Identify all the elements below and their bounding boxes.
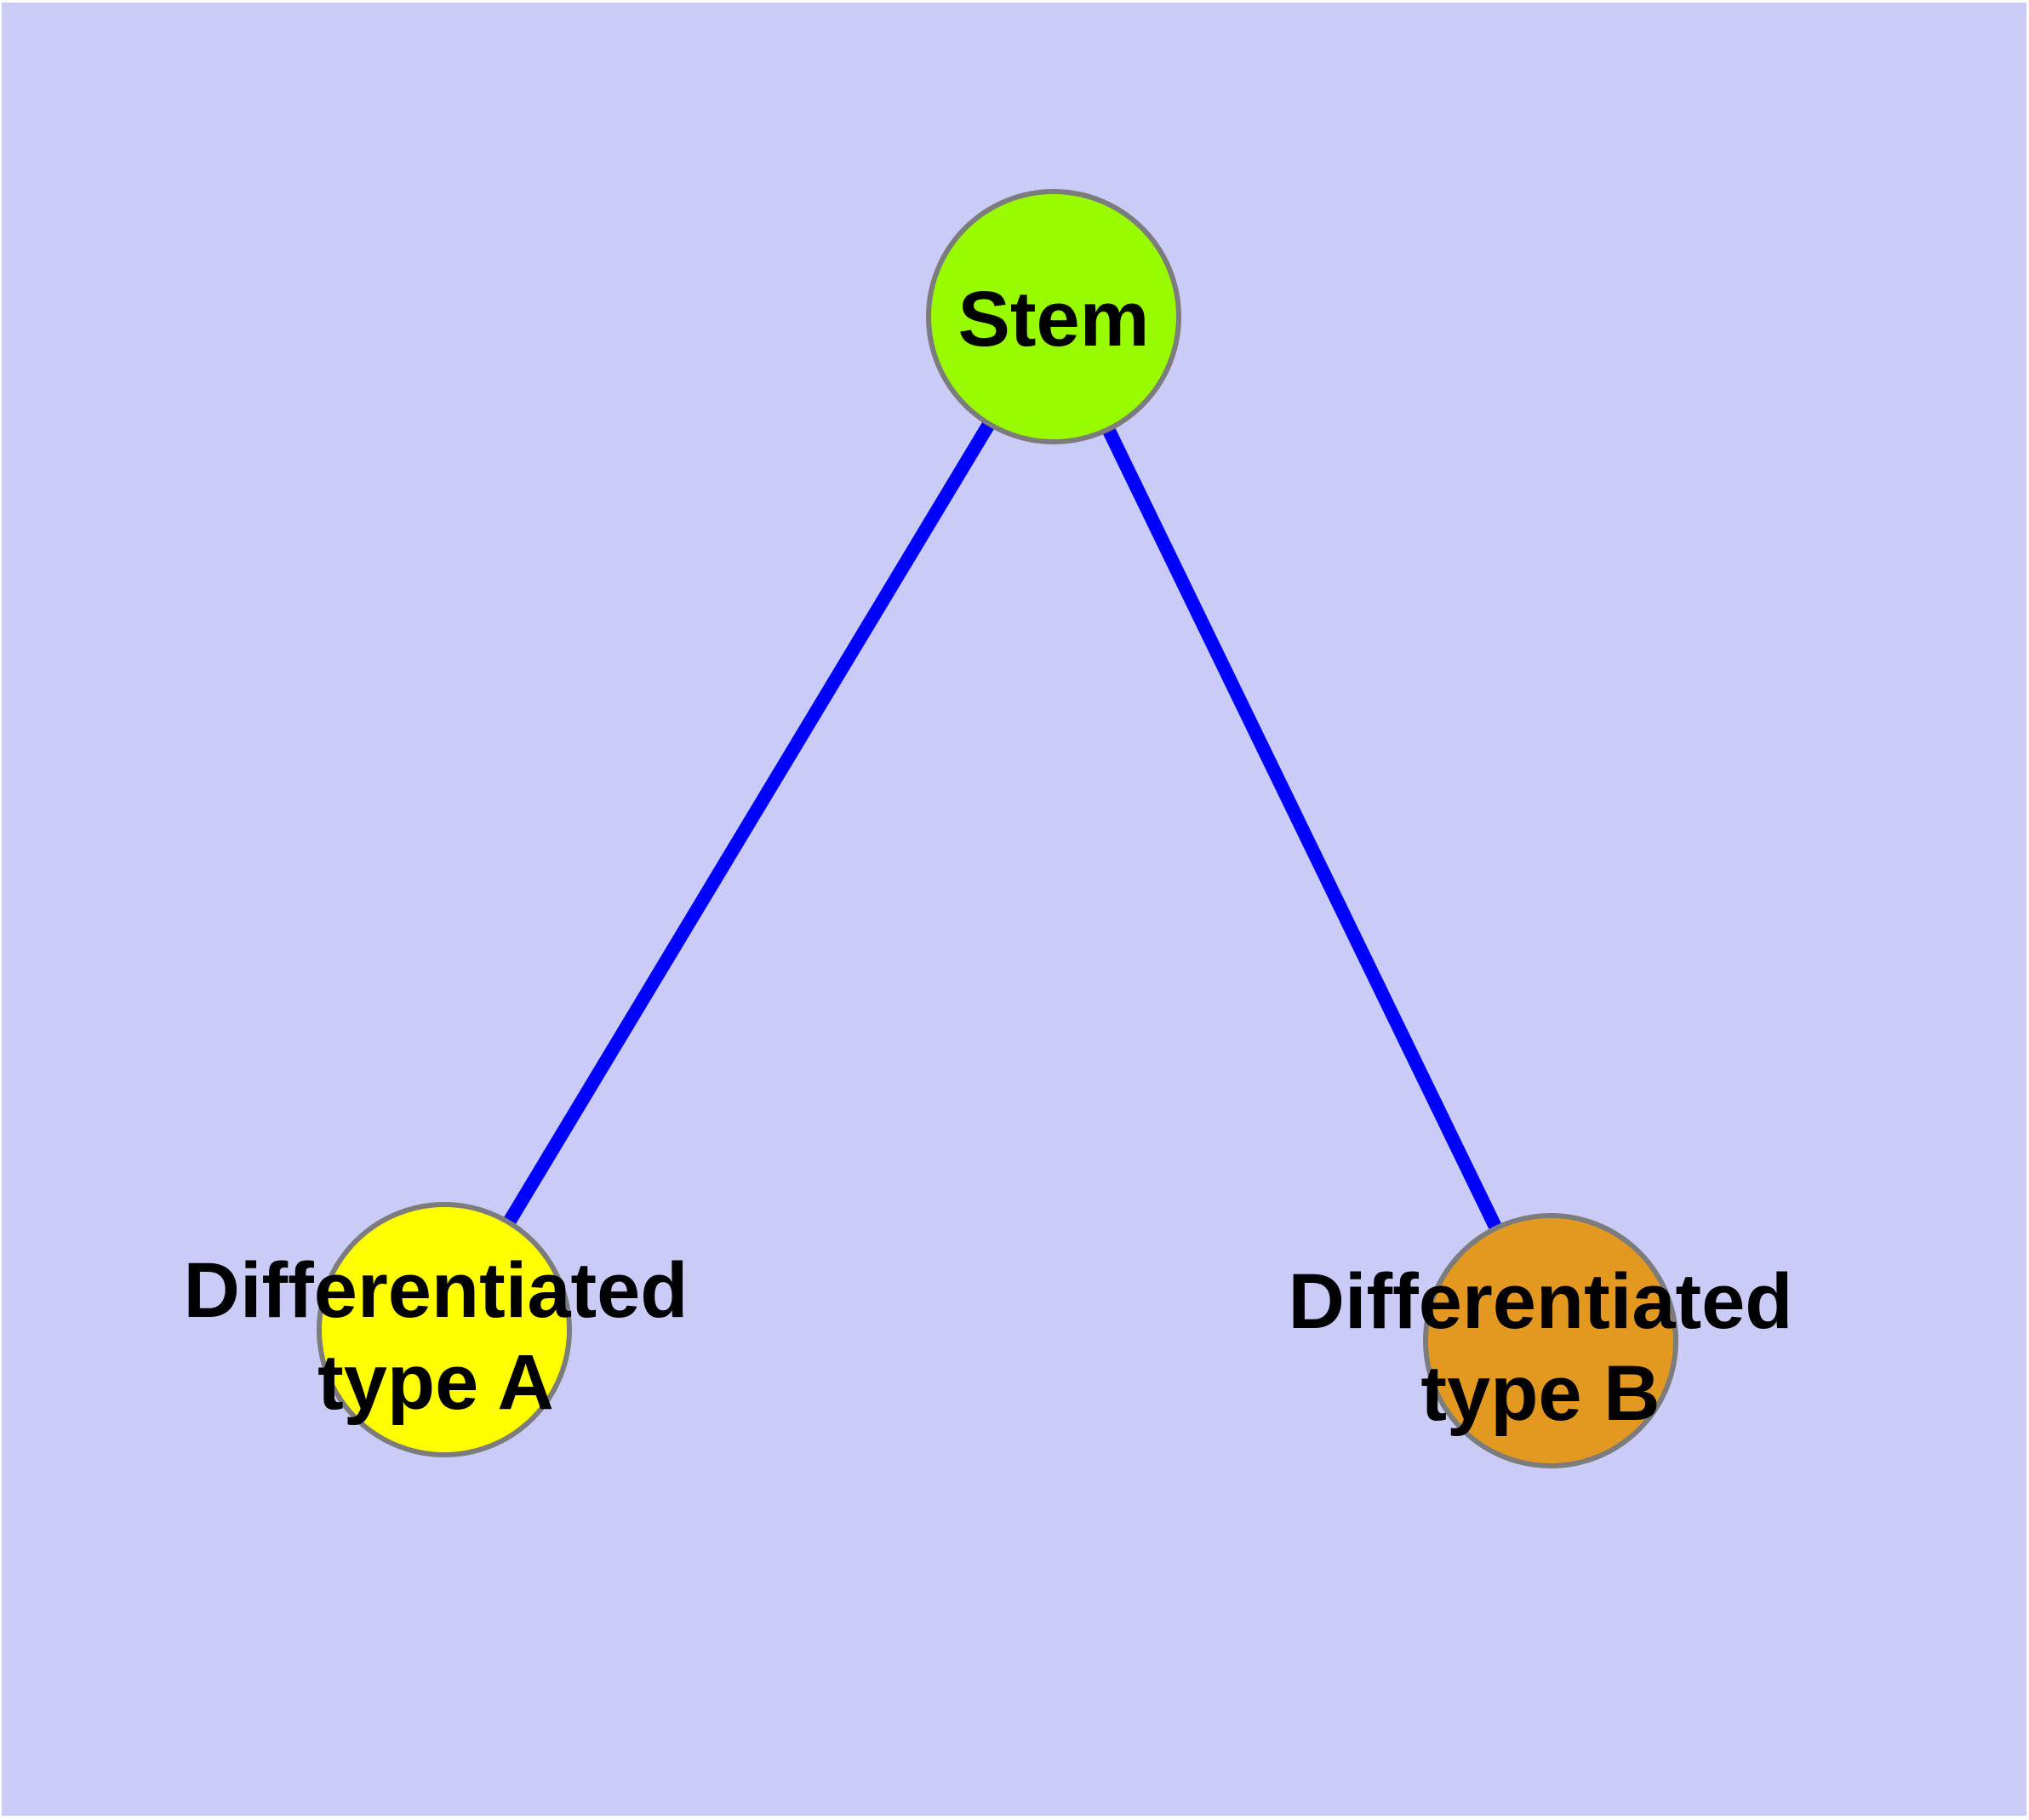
edge-stem-to-type-b [1047,313,1557,1344]
node-type-a-label-line1: Differentiated [184,1247,689,1334]
node-stem-label: Stem [958,276,1150,363]
node-type-b-label-line2: type B [1420,1350,1660,1437]
node-type-b-circle [1423,1213,1678,1468]
edge-stem-to-type-a [438,312,1060,1334]
node-type-b-label-line1: Differentiated [1289,1258,1793,1345]
node-type-a-circle [317,1202,572,1457]
node-stem-circle [926,189,1181,444]
node-type-a-label-line2: type A [317,1339,554,1426]
